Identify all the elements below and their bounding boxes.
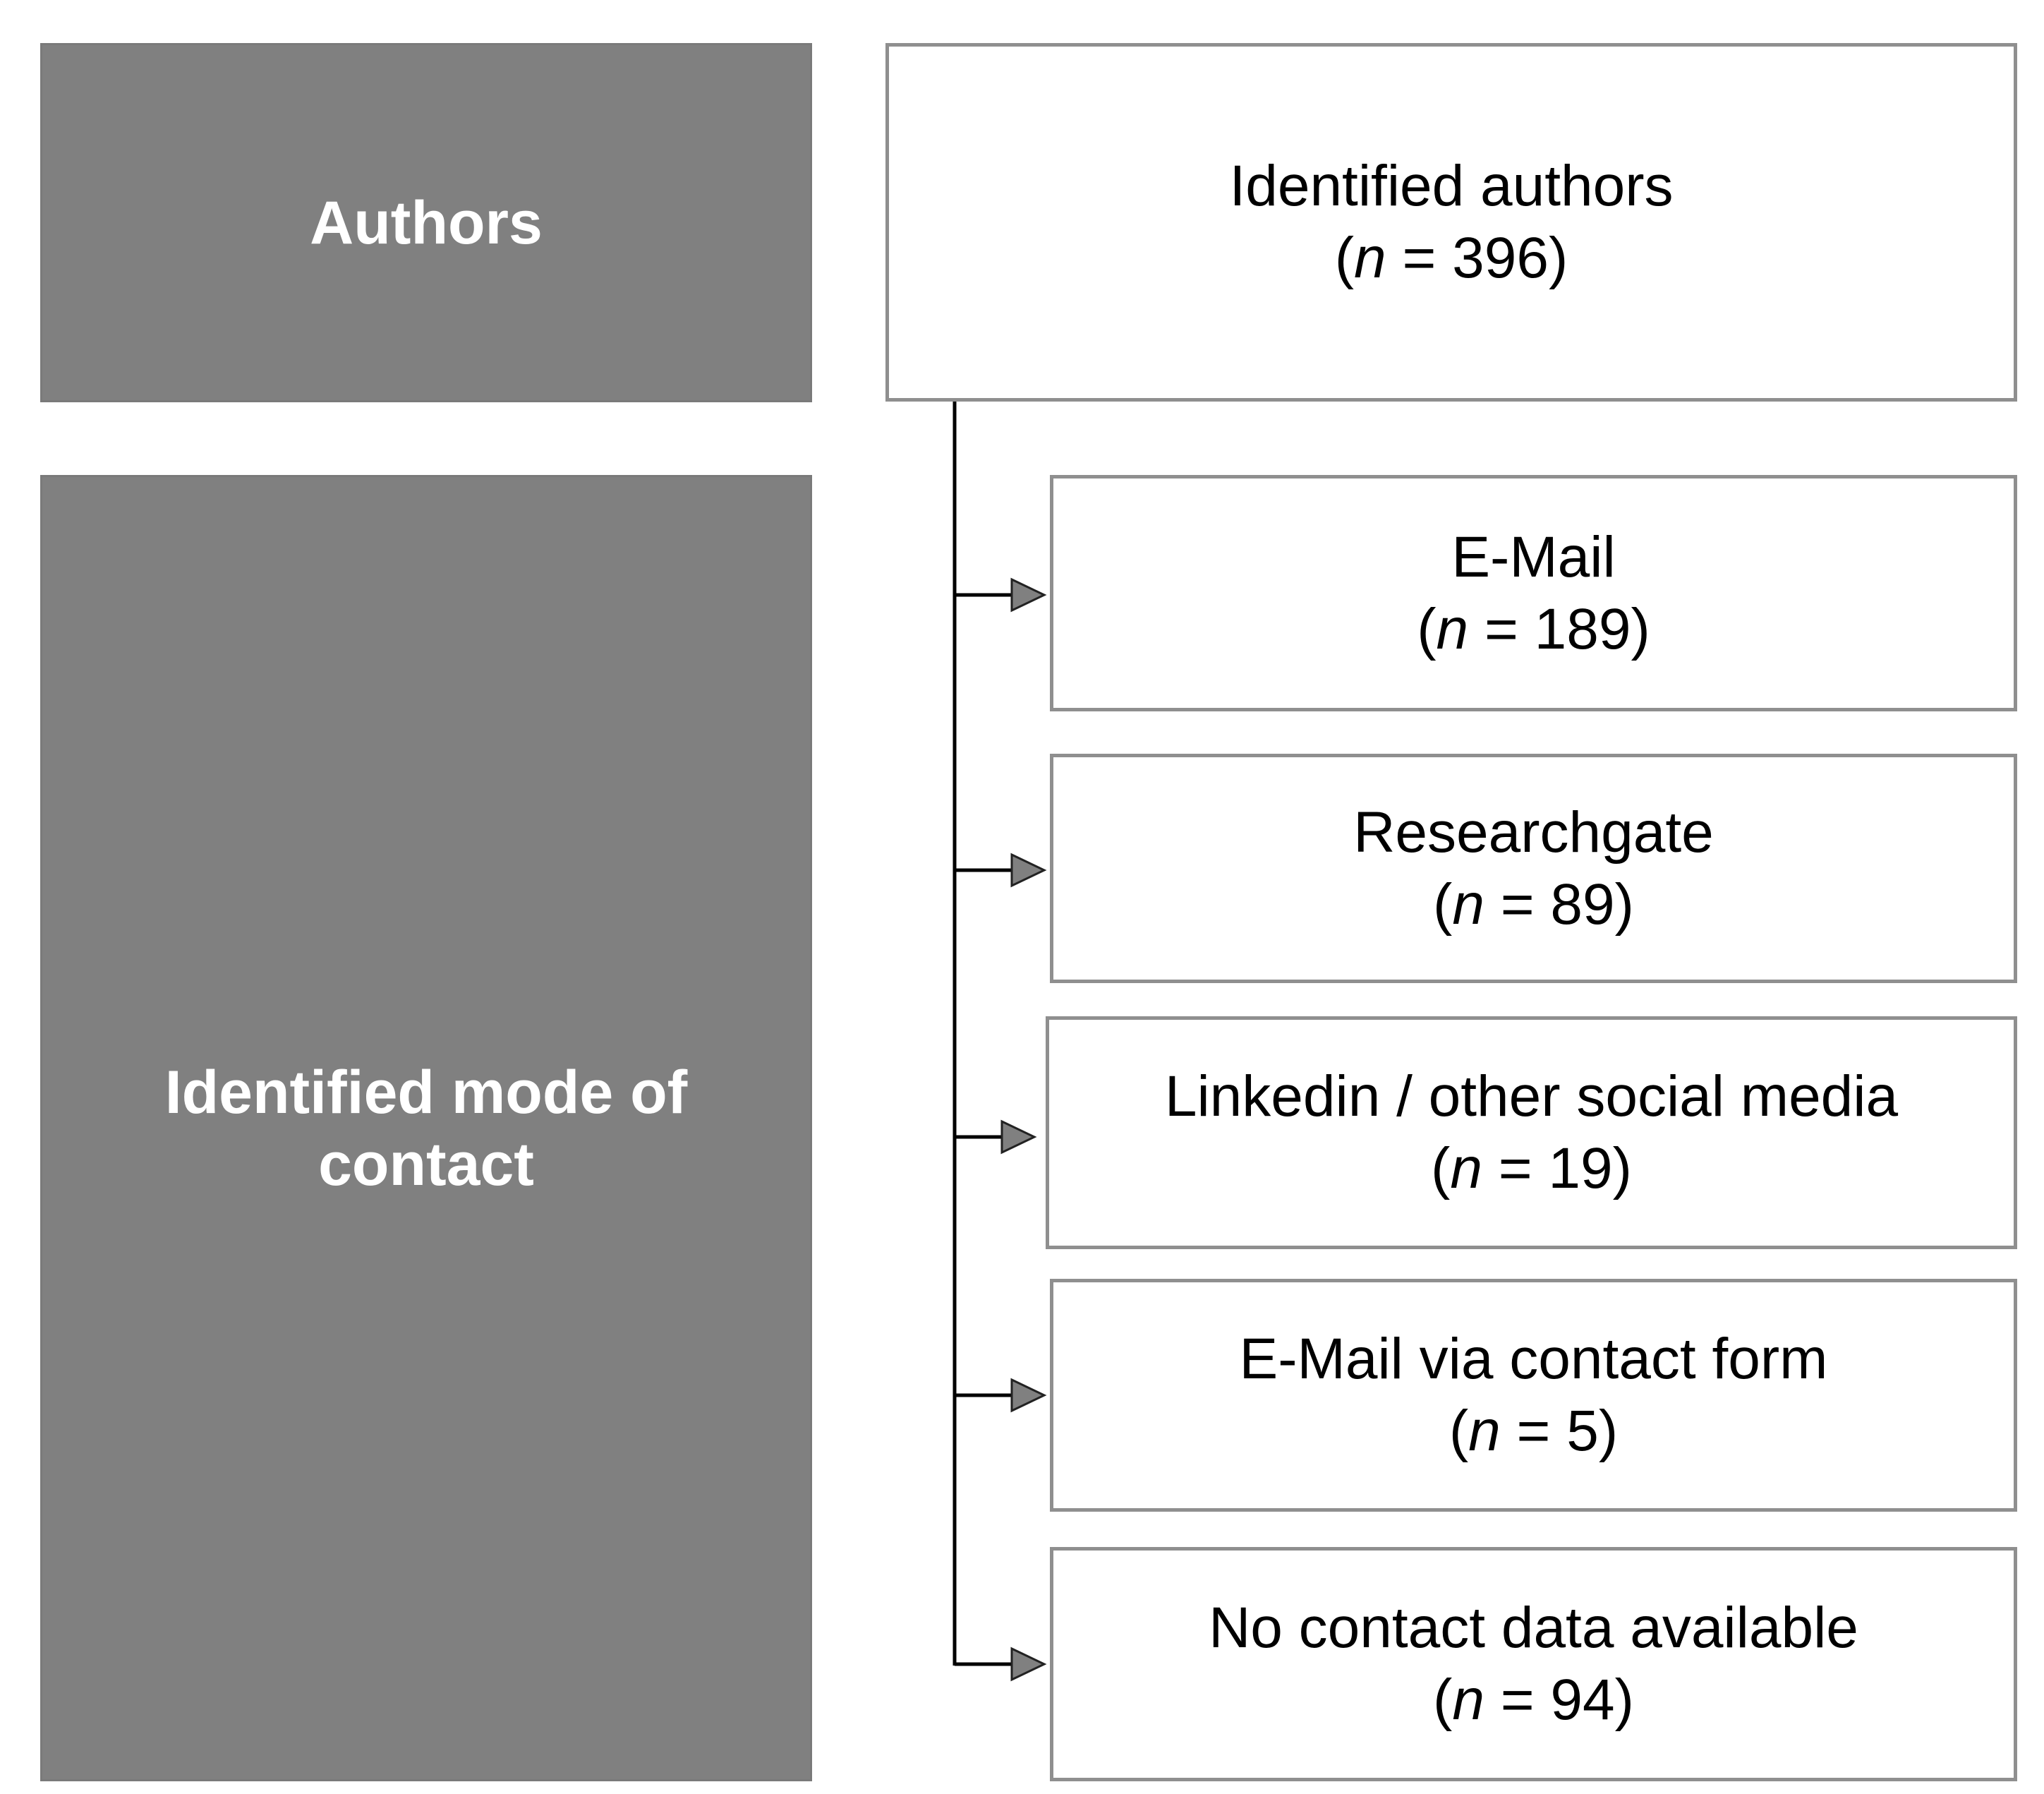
box-label: No contact data available <box>1209 1596 1858 1660</box>
box-count: (n = 94) <box>1433 1668 1634 1732</box>
box-count: (n = 5) <box>1449 1399 1619 1463</box>
box-label: E-Mail <box>1451 524 1616 589</box>
arrowhead-icon <box>1010 1646 1047 1682</box>
box-count: (n = 19) <box>1431 1136 1632 1200</box>
box-count: (n = 189) <box>1417 596 1650 661</box>
stage-box-authors: Authors <box>40 43 812 402</box>
arrowhead-icon <box>1000 1119 1037 1155</box>
box-count: (n = 396) <box>1334 226 1568 290</box>
box-label: Researchgate <box>1353 800 1714 865</box>
box-email: E-Mail (n = 189) <box>1050 475 2017 711</box>
stage-label-authors: Authors <box>310 188 543 257</box>
arrowhead-icon <box>1010 577 1047 613</box>
arrowhead-icon <box>1010 1378 1047 1413</box>
box-label: E-Mail via contact form <box>1239 1327 1828 1391</box>
box-count: (n = 89) <box>1433 872 1634 937</box>
box-contact-form: E-Mail via contact form (n = 5) <box>1050 1279 2017 1512</box>
box-researchgate: Researchgate (n = 89) <box>1050 754 2017 983</box>
stage-label-mode-of-contact: Identified mode of contact <box>164 1058 688 1198</box>
branch-researchgate <box>955 853 1047 888</box>
box-label: Identified authors <box>1229 154 1674 218</box>
branch-email <box>955 577 1047 613</box>
stage-box-mode-of-contact: Identified mode of contact <box>40 475 812 1781</box>
branch-linkedin <box>955 1119 1037 1155</box>
branch-contact-form <box>955 1378 1047 1413</box>
arrowhead-icon <box>1010 853 1047 888</box>
box-identified-authors: Identified authors (n = 396) <box>885 43 2017 402</box>
box-linkedin: Linkedin / other social media (n = 19) <box>1046 1016 2017 1249</box>
box-label: Linkedin / other social media <box>1164 1064 1899 1128</box>
box-no-contact: No contact data available (n = 94) <box>1050 1547 2017 1781</box>
branch-no-contact <box>955 1646 1047 1682</box>
